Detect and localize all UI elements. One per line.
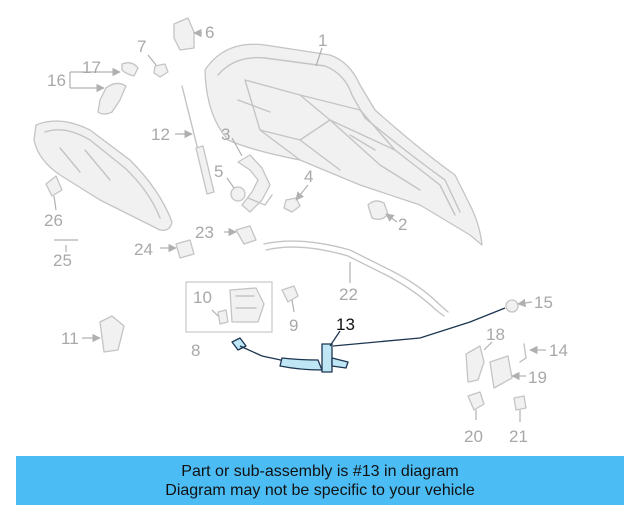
callout-22: 22 <box>339 285 358 304</box>
callout-14: 14 <box>549 341 568 360</box>
handle-bolt <box>467 391 485 411</box>
latch-bolt <box>281 285 299 303</box>
hinge-bolt <box>283 197 301 213</box>
hood-hinge <box>237 154 273 213</box>
banner-line-1: Part or sub-assembly is #13 in diagram <box>181 462 459 480</box>
callout-13-leader <box>329 330 341 347</box>
callout-23: 23 <box>195 223 214 242</box>
hinge-nut <box>230 186 246 202</box>
hood-latch <box>217 287 265 325</box>
seal-clip <box>97 62 139 115</box>
handle-clip <box>513 395 527 411</box>
callout-13: 13 <box>336 315 355 334</box>
handle-bracket <box>489 355 513 389</box>
callout-10: 10 <box>193 288 212 307</box>
banner-line-2: Diagram may not be specific to your vehi… <box>165 481 475 499</box>
callout-9: 9 <box>289 316 298 335</box>
callout-11: 11 <box>61 329 79 348</box>
hood-panel <box>204 43 483 246</box>
callout-19: 19 <box>528 368 547 387</box>
callout-3: 3 <box>221 125 230 144</box>
callout-15: 15 <box>534 293 553 312</box>
hood-bracket <box>173 17 195 51</box>
callout-12: 12 <box>151 125 170 144</box>
cable-bracket <box>235 225 257 245</box>
callout-24: 24 <box>134 240 153 259</box>
callout-18: 18 <box>486 325 505 344</box>
callout-2: 2 <box>398 215 407 234</box>
callout-1: 1 <box>318 31 327 50</box>
callout-25: 25 <box>53 251 72 270</box>
callout-7: 7 <box>137 37 146 56</box>
cable-end <box>505 299 519 313</box>
hood-seal-strip <box>263 240 449 317</box>
callout-8: 8 <box>191 341 200 360</box>
info-banner: Part or sub-assembly is #13 in diagram D… <box>16 456 624 505</box>
callout-17: 17 <box>82 58 101 77</box>
release-handle <box>465 345 485 383</box>
callout-6: 6 <box>205 23 214 42</box>
callout-20: 20 <box>464 427 483 446</box>
hood-release-cable <box>231 307 506 373</box>
cable-clip <box>519 343 527 363</box>
retainer-clip <box>175 239 195 259</box>
bumper-stop <box>367 200 389 220</box>
hood-insulator <box>33 120 173 231</box>
bracket-bolt <box>153 63 169 78</box>
callout-16: 16 <box>47 71 66 90</box>
callout-5: 5 <box>214 162 223 181</box>
callout-26: 26 <box>44 211 63 230</box>
callout-4: 4 <box>304 167 313 186</box>
release-bracket <box>99 315 125 353</box>
latch-group-box <box>185 281 273 333</box>
insulator-clip <box>45 175 63 197</box>
hood-strut <box>181 85 215 195</box>
parts-diagram: 1 2 3 4 5 6 7 12 <box>33 17 568 446</box>
callout-21: 21 <box>509 427 528 446</box>
